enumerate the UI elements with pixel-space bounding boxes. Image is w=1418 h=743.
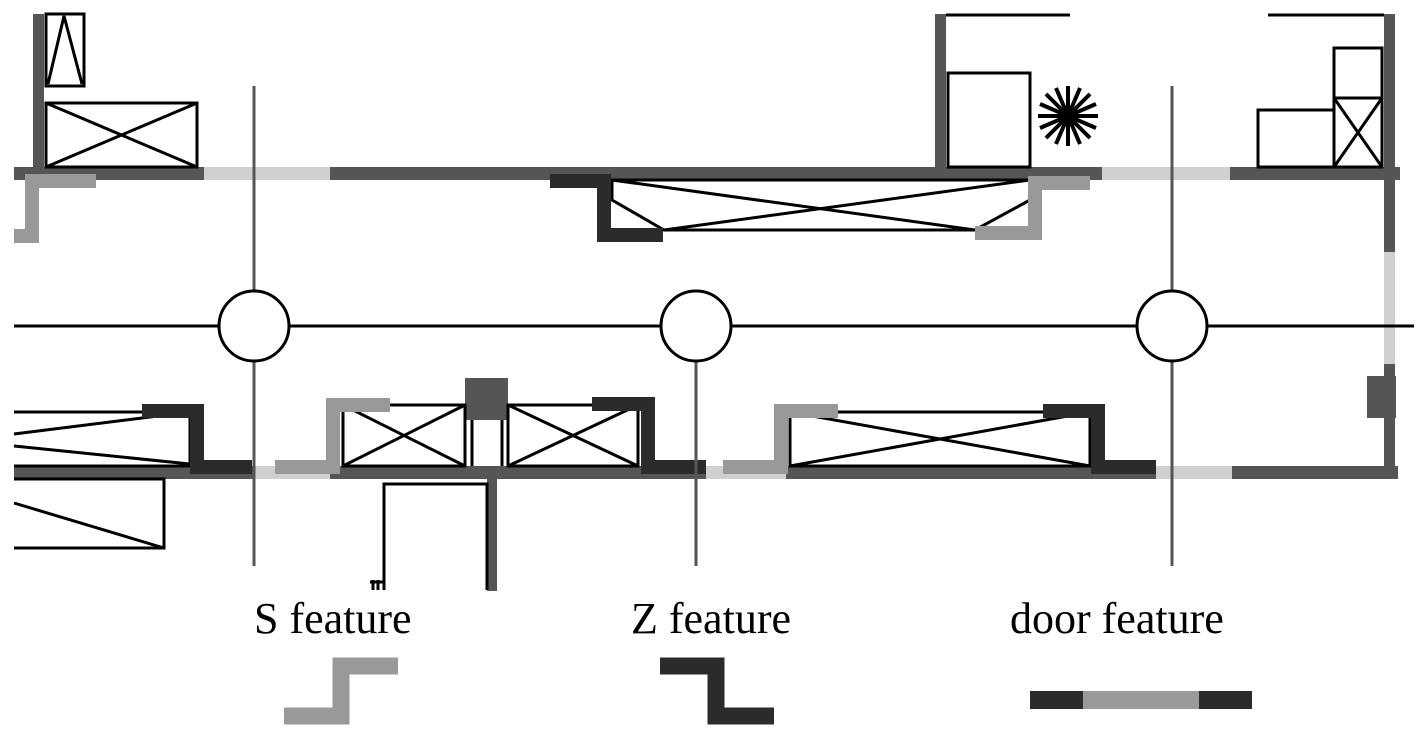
crossed-box-icon [44,101,199,169]
legend-s-feature-symbol [284,657,398,725]
wall-segment [330,466,706,479]
legend-door-feature-symbol [1030,691,1252,709]
s-feature-shape [14,174,96,243]
triangle-box-icon [44,12,86,88]
wall-segment [1230,167,1400,180]
wall-right-stub [1367,376,1396,418]
corridor-frame [382,482,489,590]
wall-mid-room [935,14,946,180]
legend-symbols [284,657,1252,725]
wall-segment [786,466,1156,479]
star-burst-plant-icon [1038,86,1098,146]
wall-segment [1232,466,1398,479]
z-feature-shape [550,174,663,242]
crossed-box-icon [506,403,640,468]
wall-left-room [33,14,44,180]
z-feature-shape [592,397,706,474]
door-gap [204,167,330,180]
crossed-box-icon [341,403,467,468]
pillar-circle-icon [217,289,291,363]
pillar-circle-icon [659,289,733,363]
door-gap [1384,252,1395,364]
door-gap [1156,466,1232,479]
s-feature-shape [975,176,1090,240]
wall-segment [330,167,1102,180]
pillar-circle-icon [1135,289,1209,363]
cabinet-box [1332,46,1384,100]
crossed-box-icon [13,477,166,550]
crossed-box-icon [13,410,192,468]
crossed-box-icon [788,410,1092,468]
cabinet-box [946,71,1032,169]
legend-s-feature-label: S feature [254,594,412,643]
pillars [217,289,1209,363]
s-feature-shape [275,398,390,474]
legend-door-feature-label: door feature [1010,594,1224,643]
upper-wall [14,167,1400,180]
legend-z-feature-label: Z feature [631,594,791,643]
cabinet-box [1256,108,1336,169]
s-features [14,174,1090,474]
s-feature-shape [723,404,838,474]
crossed-box-icon [610,178,1032,232]
z-feature-shape [142,404,252,474]
furniture [13,12,1384,590]
wall-corridor-post [487,479,497,591]
z-features [142,174,1156,474]
wall-right-edge [1384,364,1395,479]
wall-pillar-block [465,378,508,420]
crossed-box-icon [1332,96,1384,169]
vertical-walls [33,13,1396,591]
wall-right-edge [1384,14,1395,252]
legend-z-feature-symbol [660,657,774,725]
z-feature-shape [1043,404,1156,474]
door-gap [1102,167,1230,180]
